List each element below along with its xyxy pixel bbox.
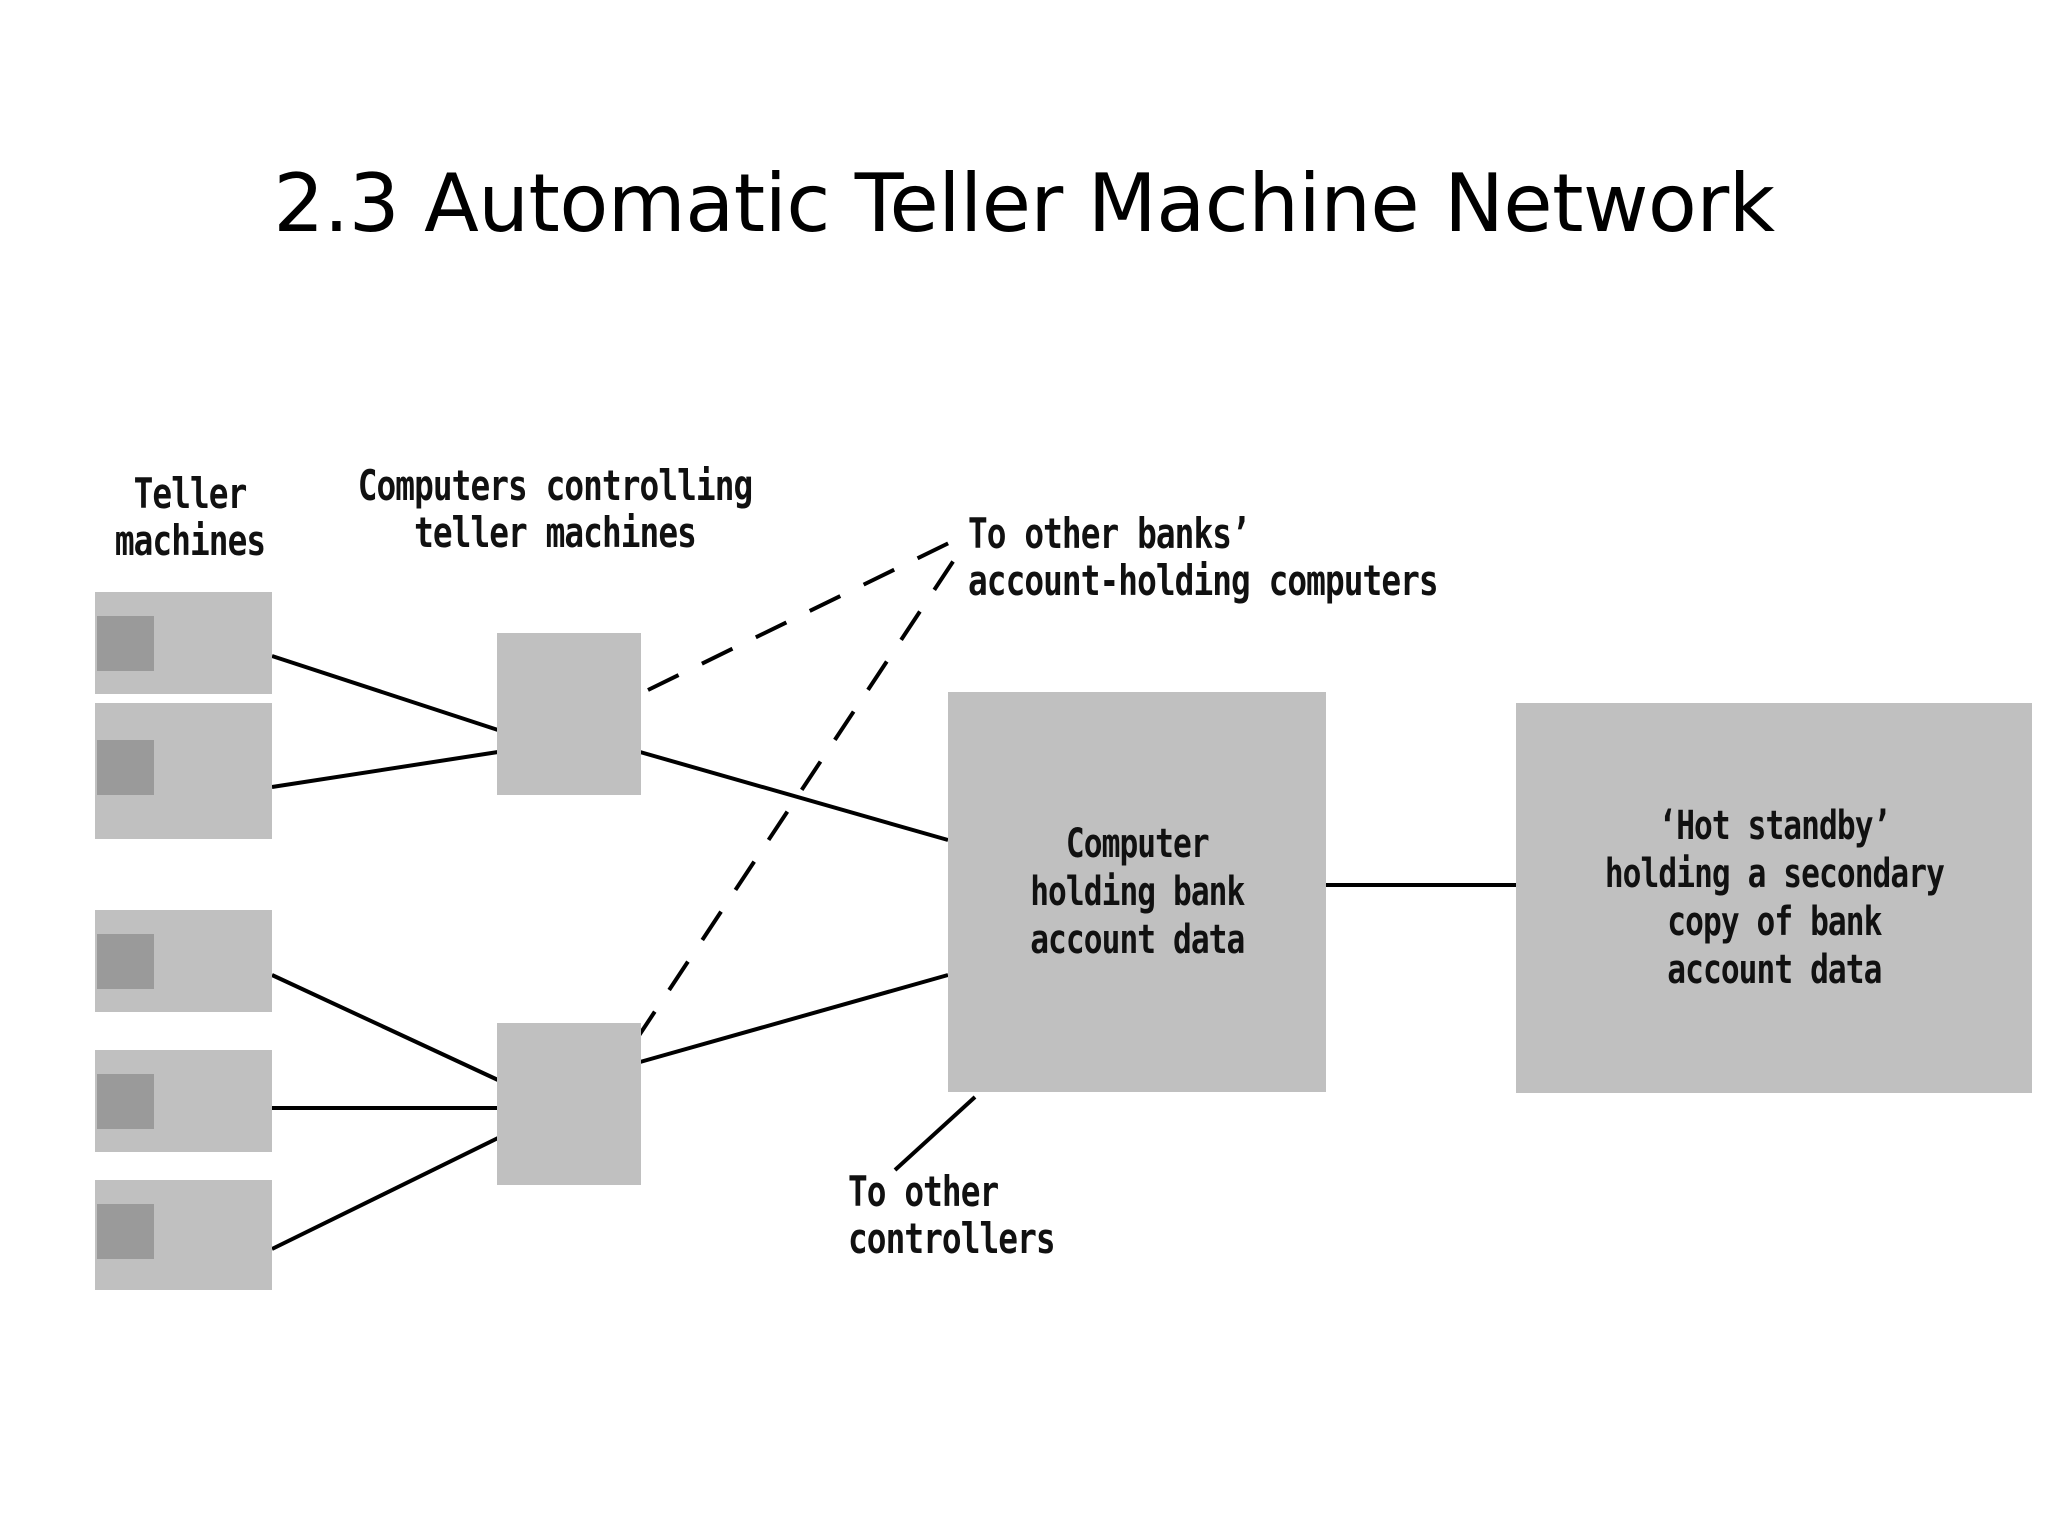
computers-controlling-label: Computers controlling teller machines: [357, 461, 753, 558]
teller-machine-2: [95, 703, 272, 839]
edge-ctrl2-other-banks: [634, 546, 964, 1042]
teller-screen-5: [97, 1204, 154, 1259]
to-other-controllers-label: To other controllers: [848, 1167, 1056, 1264]
page-title: 2.3 Automatic Teller Machine Network: [273, 156, 1775, 250]
bank-account-computer-box: Computer holding bank account data: [948, 692, 1326, 1092]
teller-screen-4: [97, 1074, 154, 1129]
teller-machine-1: [95, 592, 272, 694]
teller-machine-5: [95, 1180, 272, 1290]
edge-primary-other-controllers: [893, 1095, 977, 1172]
teller-controller-lower: [497, 1023, 641, 1185]
to-other-banks-label: To other banks’ account-holding computer…: [968, 509, 1439, 606]
edge-atm1-ctrl1: [271, 654, 499, 732]
teller-machines-label: Teller machines: [114, 469, 266, 566]
teller-machine-4: [95, 1050, 272, 1152]
teller-machine-3: [95, 910, 272, 1012]
edge-ctrl1-other-banks: [647, 538, 956, 692]
hot-standby-computer-box: ‘Hot standby’ holding a secondary copy o…: [1516, 703, 2032, 1093]
teller-screen-1: [97, 616, 154, 671]
edge-atm2-ctrl1: [271, 750, 499, 789]
edge-ctrl1-primary: [639, 750, 949, 842]
teller-screen-3: [97, 934, 154, 989]
hot-standby-computer-label: ‘Hot standby’ holding a secondary copy o…: [1604, 803, 1944, 993]
bank-account-computer-label: Computer holding bank account data: [1029, 821, 1245, 963]
teller-controller-upper: [497, 633, 641, 795]
edge-atm5-ctrl2: [271, 1136, 499, 1251]
teller-screen-2: [97, 740, 154, 795]
edge-atm3-ctrl2: [271, 973, 499, 1082]
edge-ctrl2-primary: [639, 973, 949, 1064]
